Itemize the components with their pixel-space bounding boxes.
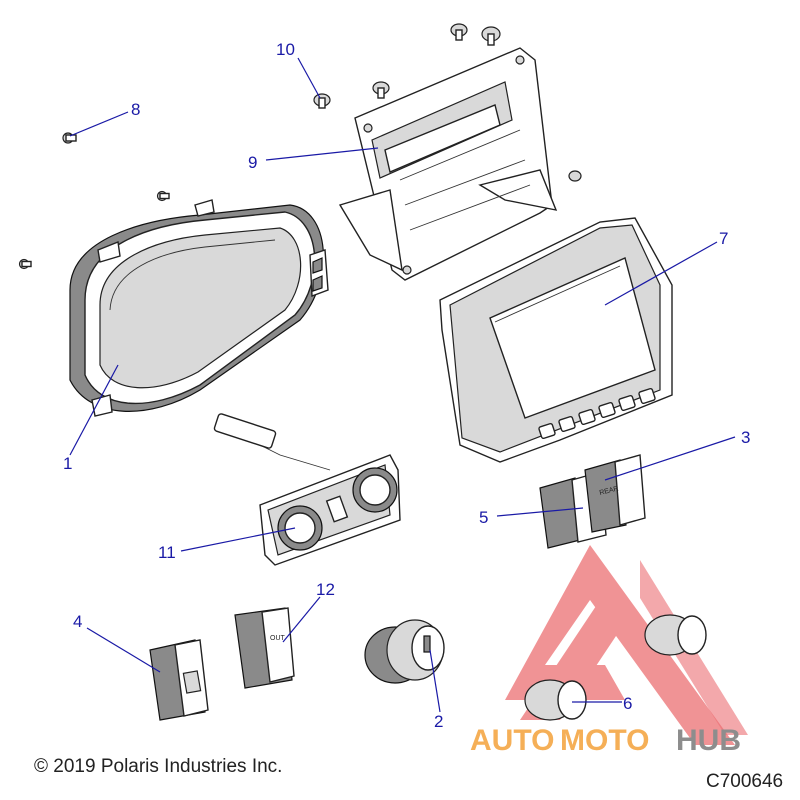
leader-lines xyxy=(69,57,736,713)
callout-3: 3 xyxy=(741,428,750,447)
callout-4: 4 xyxy=(73,612,82,631)
watermark-moto: MOTO xyxy=(560,724,649,757)
callout-12: 12 xyxy=(316,580,335,599)
outlet-part-6 xyxy=(524,614,707,721)
mounting-bracket-part-9 xyxy=(338,47,558,281)
climate-control-part-11 xyxy=(213,413,401,566)
copyright-text: © 2019 Polaris Industries Inc. xyxy=(34,756,283,777)
screw-part-8 xyxy=(18,132,170,270)
callout-8: 8 xyxy=(131,100,140,119)
callout-6: 6 xyxy=(623,694,632,713)
callout-9: 9 xyxy=(248,153,257,172)
rocker-switch-part-12: OUT xyxy=(234,607,295,689)
watermark-hub: HUB xyxy=(676,724,741,757)
rocker-switches-part-3-5: REAR xyxy=(539,454,646,549)
callout-2: 2 xyxy=(434,712,443,731)
power-outlet-part-2 xyxy=(364,619,445,684)
rocker-switch-part-4 xyxy=(149,639,209,721)
display-buttons xyxy=(538,387,656,440)
diagram-code: C700646 xyxy=(706,771,784,792)
switch-label-rear: REAR xyxy=(599,485,620,496)
display-screen-part-7 xyxy=(439,217,673,463)
callouts: 1 2 3 4 5 6 7 8 9 10 11 12 xyxy=(63,40,750,731)
switch-label-out: OUT xyxy=(270,635,286,642)
callout-10: 10 xyxy=(276,40,295,59)
instrument-cluster-part-1 xyxy=(69,199,329,417)
callout-1: 1 xyxy=(63,454,72,473)
watermark-auto: AUTO xyxy=(470,724,554,757)
automotohub-watermark: AUTO MOTO HUB xyxy=(470,545,748,757)
callout-5: 5 xyxy=(479,508,488,527)
callout-11: 11 xyxy=(158,543,176,562)
callout-7: 7 xyxy=(719,229,728,248)
